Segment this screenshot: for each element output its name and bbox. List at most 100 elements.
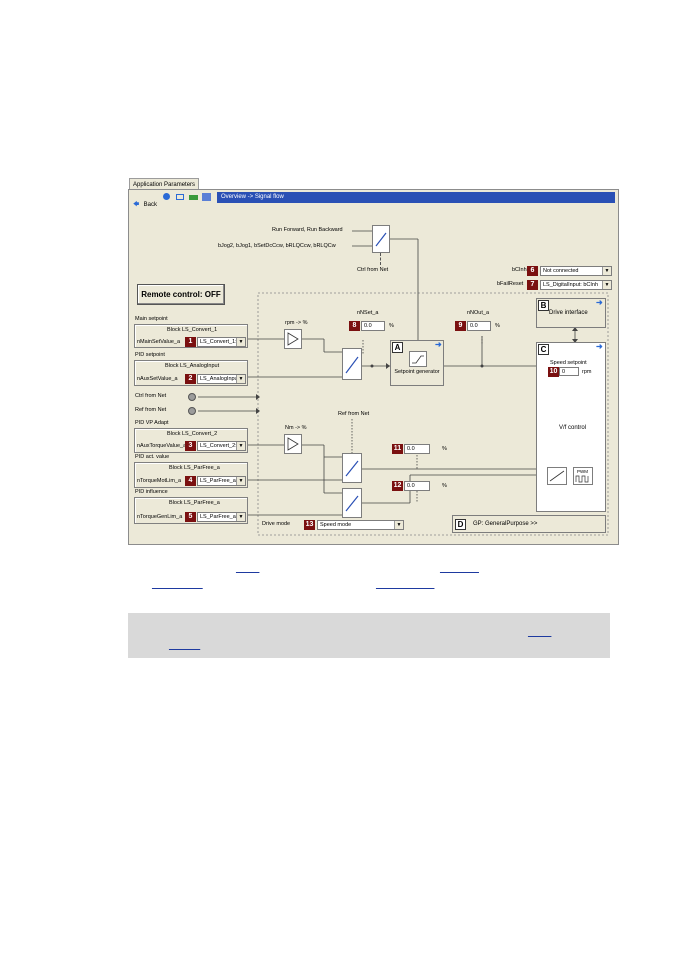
block-letter-d: D (455, 519, 466, 530)
main-setpoint-block-label: Block LS_Convert_1 (167, 327, 218, 333)
pid-act-value-group: Block LS_ParFree_a nTorqueMotLim_a 4 LS_… (134, 462, 248, 488)
badge-2: 2 (185, 374, 196, 384)
general-purpose-label: GP: GeneralPurpose >> (473, 521, 538, 527)
main-setpoint-title: Main setpoint (135, 316, 168, 322)
badge-3: 3 (185, 441, 196, 451)
speed-setpoint-label: Speed setpoint (550, 360, 587, 366)
setpoint-generator-block[interactable]: A ➜ Setpoint generator (390, 340, 444, 386)
ctrl-from-net-label: Ctrl from Net (357, 267, 389, 273)
param12-field: 0.0 (404, 481, 430, 491)
pid-vp-adapt-group: Block LS_Convert_2 nAuxTorqueValue_a 3 L… (134, 428, 248, 453)
chevron-down-icon: ▼ (236, 513, 245, 521)
main-setpoint-select[interactable]: LS_Convert_1:▼ (197, 337, 246, 347)
note-link-1[interactable]: ______ (528, 630, 552, 637)
badge-11: 11 (392, 444, 403, 454)
rpm-converter (284, 329, 302, 349)
setpoint-switch (342, 348, 362, 380)
badge-10: 10 (548, 367, 559, 377)
nout-unit: % (495, 323, 500, 329)
link-4[interactable]: _______________ (376, 582, 435, 589)
nout-label: nNOut_a (467, 310, 490, 316)
drive-mode-select[interactable]: Speed mode▼ (317, 520, 404, 530)
pid-setpoint-select[interactable]: LS_AnalogInput▼ (197, 374, 246, 384)
pid-vp-adapt-block-label: Block LS_Convert_2 (167, 431, 218, 437)
pid-setpoint-signal: nAuxSetValue_a (137, 376, 178, 382)
bfailreset-label: bFailReset (497, 281, 524, 287)
setpoint-generator-label: Setpoint generator (394, 369, 440, 375)
chevron-down-icon: ▼ (236, 442, 245, 450)
chevron-down-icon: ▼ (236, 338, 245, 346)
param11-unit: % (442, 446, 447, 452)
param12-unit: % (442, 483, 447, 489)
speed-field: 0 (559, 367, 579, 376)
badge-8: 8 (349, 321, 360, 331)
pid-vp-adapt-signal: nAuxTorqueValue_a (137, 443, 187, 449)
nset-label: nNSet_a (357, 310, 379, 316)
ramp-icon (547, 467, 567, 485)
note-link-2[interactable]: ________ (169, 643, 201, 650)
forward-icon[interactable] (163, 193, 170, 200)
pid-influence-block-label: Block LS_ParFree_a (169, 500, 220, 506)
link-2[interactable]: __________ (440, 566, 479, 573)
torque-switch-2 (342, 488, 362, 518)
chevron-down-icon: ▼ (602, 267, 611, 275)
pwm-label: PWM (577, 469, 588, 474)
direction-switch (372, 225, 390, 253)
pid-act-value-title: PID act. value (135, 454, 170, 460)
navigate-arrow-icon: ➜ (435, 340, 442, 349)
back-arrow-icon: 🡄 (133, 202, 140, 208)
pid-setpoint-title: PID setpoint (135, 352, 165, 358)
pwm-icon (575, 475, 589, 483)
back-button[interactable]: 🡄 Back (133, 202, 157, 208)
nset-field: 0.0 (361, 321, 385, 331)
badge-9: 9 (455, 321, 466, 331)
pid-act-value-signal: nTorqueMotLim_a (137, 478, 182, 484)
pid-influence-select[interactable]: LS_ParFree_a.r▼ (197, 512, 246, 522)
drive-mode-label: Drive mode (262, 521, 291, 527)
print-icon[interactable] (202, 193, 211, 201)
rpm-to-percent-label: rpm -> % (285, 320, 308, 326)
pid-influence-title: PID influence (135, 489, 168, 495)
link-3[interactable]: _____________ (152, 582, 203, 589)
bcinh-label: bCInh (512, 267, 527, 273)
jog-signals-label: bJog2, bJog1, bSetDcCcw, bRLQCcw, bRLQCw (218, 243, 336, 249)
nm-converter (284, 434, 302, 454)
ctrl-dash (380, 253, 382, 265)
pid-act-value-block-label: Block LS_ParFree_a (169, 465, 220, 471)
bfailreset-select[interactable]: LS_DigitalInput: bCInh▼ (540, 280, 612, 290)
drive-interface-label: Drive interface (549, 310, 588, 316)
switch-icon (375, 232, 387, 247)
vf-control-block[interactable]: C ➜ Speed setpoint 10 0 rpm V/f control … (536, 342, 606, 512)
pid-influence-group: Block LS_ParFree_a nTorqueGenLim_a 5 LS_… (134, 497, 248, 524)
view-icon[interactable] (189, 195, 198, 200)
pid-act-value-select[interactable]: LS_ParFree_a.r▼ (197, 476, 246, 486)
block-letter-a: A (392, 342, 403, 353)
switch-icon (345, 495, 359, 512)
bcinh-select[interactable]: Not connected▼ (540, 266, 612, 276)
navigate-arrow-icon: ➜ (596, 298, 603, 307)
main-setpoint-signal: nMainSetValue_a (137, 339, 181, 345)
badge-5: 5 (185, 512, 196, 522)
amplifier-icon (287, 437, 299, 451)
nset-unit: % (389, 323, 394, 329)
switch-icon (345, 356, 359, 374)
pwm-block: PWM (573, 467, 593, 485)
speed-unit: rpm (582, 369, 592, 375)
breadcrumb: Overview -> Signal flow (217, 192, 615, 203)
chevron-down-icon: ▼ (236, 375, 245, 383)
home-icon[interactable] (176, 194, 184, 200)
pid-setpoint-group: Block LS_AnalogInput nAuxSetValue_a 2 LS… (134, 360, 248, 386)
link-1[interactable]: ______ (236, 566, 260, 573)
torque-switch-1 (342, 453, 362, 483)
main-setpoint-group: Block LS_Convert_1 nMainSetValue_a 1 LS_… (134, 324, 248, 348)
drive-interface-block[interactable]: B ➜ Drive interface (536, 298, 606, 328)
tab-application-parameters[interactable]: Application Parameters (129, 178, 199, 190)
block-letter-c: C (538, 344, 549, 355)
badge-4: 4 (185, 476, 196, 486)
ref-from-net-led (188, 407, 196, 415)
general-purpose-block[interactable]: D GP: GeneralPurpose >> (452, 515, 606, 533)
pid-vp-adapt-title: PID VP Adapt (135, 420, 169, 426)
pid-vp-adapt-select[interactable]: LS_Convert_2:▼ (197, 441, 246, 451)
ref-from-net-input-label: Ref from Net (135, 407, 167, 413)
remote-control-button[interactable]: Remote control: OFF (137, 284, 225, 305)
